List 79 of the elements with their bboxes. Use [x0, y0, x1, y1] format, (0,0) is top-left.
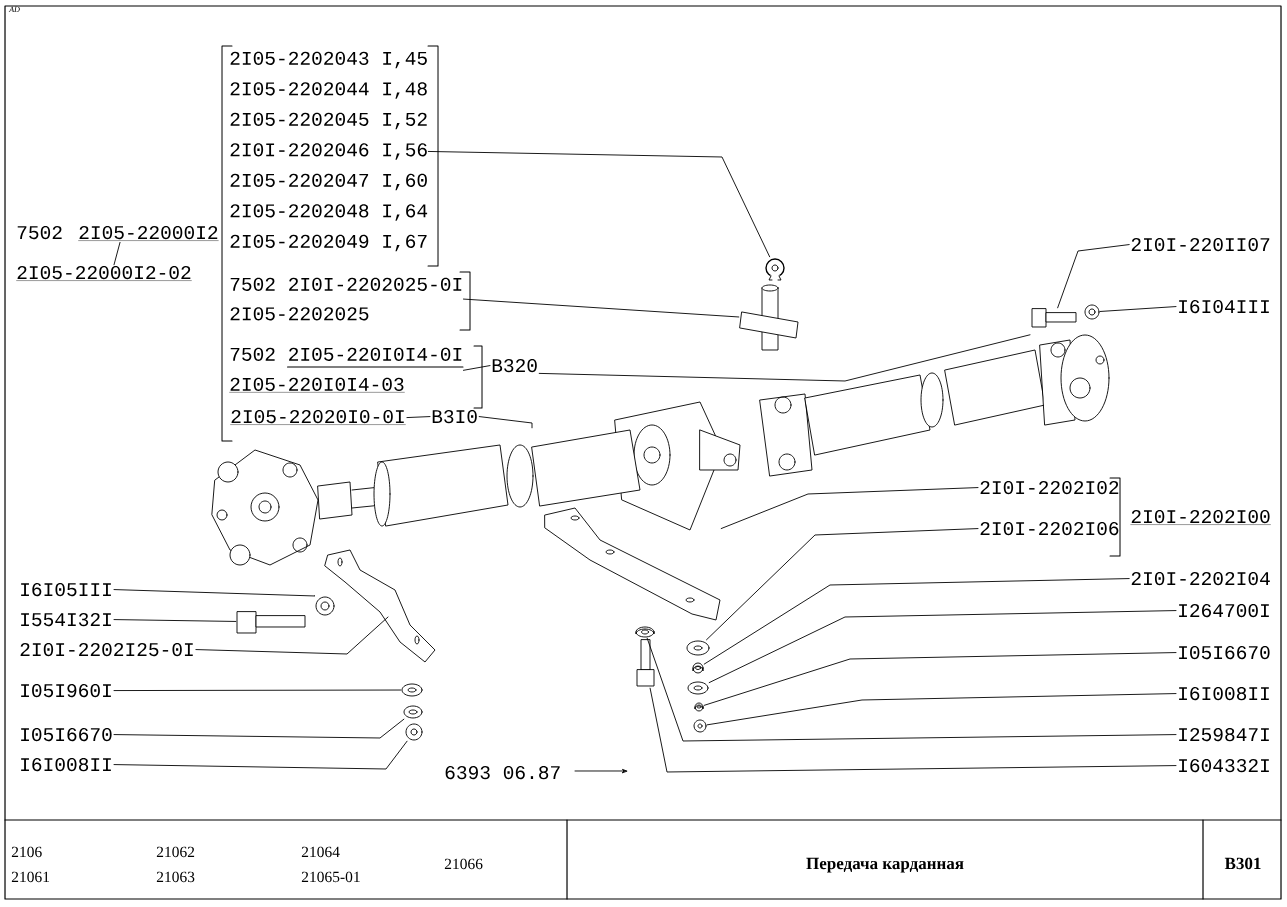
sheet-title: Передача карданная [806, 857, 964, 873]
model-number: 21061 [11, 871, 50, 883]
leader-line [706, 693, 1177, 726]
leader-line [649, 687, 1177, 773]
washer [692, 662, 704, 674]
part-number: 2I0I-2202I00 [1130, 509, 1271, 525]
leader-line [478, 416, 533, 429]
spring-washer [403, 705, 423, 719]
part-number: B3I0 [432, 409, 477, 424]
retaining-ring [765, 258, 785, 281]
part-number: I05I6670 [1179, 645, 1270, 660]
part-number: I6I008II [21, 757, 111, 772]
leader-line [706, 528, 979, 641]
part-number: I6I05III [21, 582, 111, 597]
leader-line [703, 578, 1130, 665]
nut [315, 596, 335, 616]
nut [693, 719, 707, 733]
leader-line [113, 241, 121, 266]
corner-mark: AD [8, 6, 20, 12]
leader-line [538, 334, 1031, 382]
part-number: I259847I [1179, 727, 1269, 742]
model-number: 21066 [444, 858, 483, 870]
part-number: 2I05-22000I2-02 [16, 265, 192, 281]
bolt [236, 611, 306, 634]
leader-line [1099, 306, 1177, 312]
leader-line [646, 637, 1177, 742]
leader-line [113, 619, 237, 622]
washer [686, 640, 710, 656]
nut [1084, 304, 1100, 320]
part-number: I554I32I [21, 612, 111, 627]
part-number: I264700I [1179, 603, 1269, 618]
leader-line [703, 652, 1177, 706]
washer [635, 626, 655, 638]
leader-line [195, 616, 389, 655]
leader-line [708, 610, 1177, 684]
part-number-list: 2I05-2202043 I,45 2I05-2202044 I,48 2I05-2202045 I,52 2I0I-2202046 I,56 2I05-2202047 I,60 2I05-2202048 I,64 2I05-2202049 I,67 [230, 51, 428, 252]
sheet-code: B301 [1224, 857, 1261, 870]
part-number: I6I008II [1179, 686, 1269, 701]
leader-line [463, 298, 740, 318]
washer [694, 702, 704, 712]
part-number: 2I0I-2202I02 [980, 480, 1119, 495]
front-shaft-drawing [317, 429, 641, 527]
bolt [636, 639, 655, 687]
model-number: 2106 [11, 846, 42, 858]
model-number: 21064 [301, 846, 340, 858]
bolt [1031, 308, 1077, 328]
leader-line [1057, 244, 1130, 309]
part-number: I05I6670 [21, 727, 112, 742]
washer [401, 683, 423, 697]
leader-line [427, 151, 771, 258]
part-number: 2I0I-220II07 [1131, 237, 1270, 252]
leader-line [406, 416, 431, 418]
drawing-number: 6393 06.87 [445, 765, 560, 780]
part-number: I604332I [1179, 758, 1269, 773]
leader-line [113, 740, 408, 770]
rear-shaft-drawing [759, 334, 1110, 477]
part-number: 7502 [17, 225, 62, 240]
part-number-list: 7502 2I05-220I0I4-0I 2I05-220I0I4-03 [229, 347, 462, 393]
nut [405, 723, 423, 741]
leader-line [113, 589, 316, 597]
model-number: 21065-01 [301, 871, 360, 883]
part-number: 2I0I-2202I04 [1131, 571, 1270, 586]
washer [687, 681, 709, 695]
model-number: 21063 [156, 871, 195, 883]
universal-joint-cross [739, 284, 799, 351]
model-number: 21062 [156, 846, 195, 858]
part-number: 2I05-22020I0-0I [230, 409, 406, 425]
mounting-bracket [324, 549, 436, 663]
leader-line [463, 365, 491, 371]
part-number: 2I05-22000I2 [78, 225, 219, 241]
part-number: I05I960I [21, 683, 111, 698]
part-number-list: 7502 2I0I-2202025-0I 2I05-2202025 [230, 277, 462, 321]
part-number: 2I0I-2202I06 [980, 521, 1119, 536]
leader-line [113, 689, 402, 692]
part-number: I6I04III [1179, 299, 1269, 314]
part-number: B320 [492, 358, 537, 373]
leader-line [113, 718, 405, 739]
part-number: 2I0I-2202I25-0I [20, 642, 193, 657]
leader-line [720, 487, 979, 529]
